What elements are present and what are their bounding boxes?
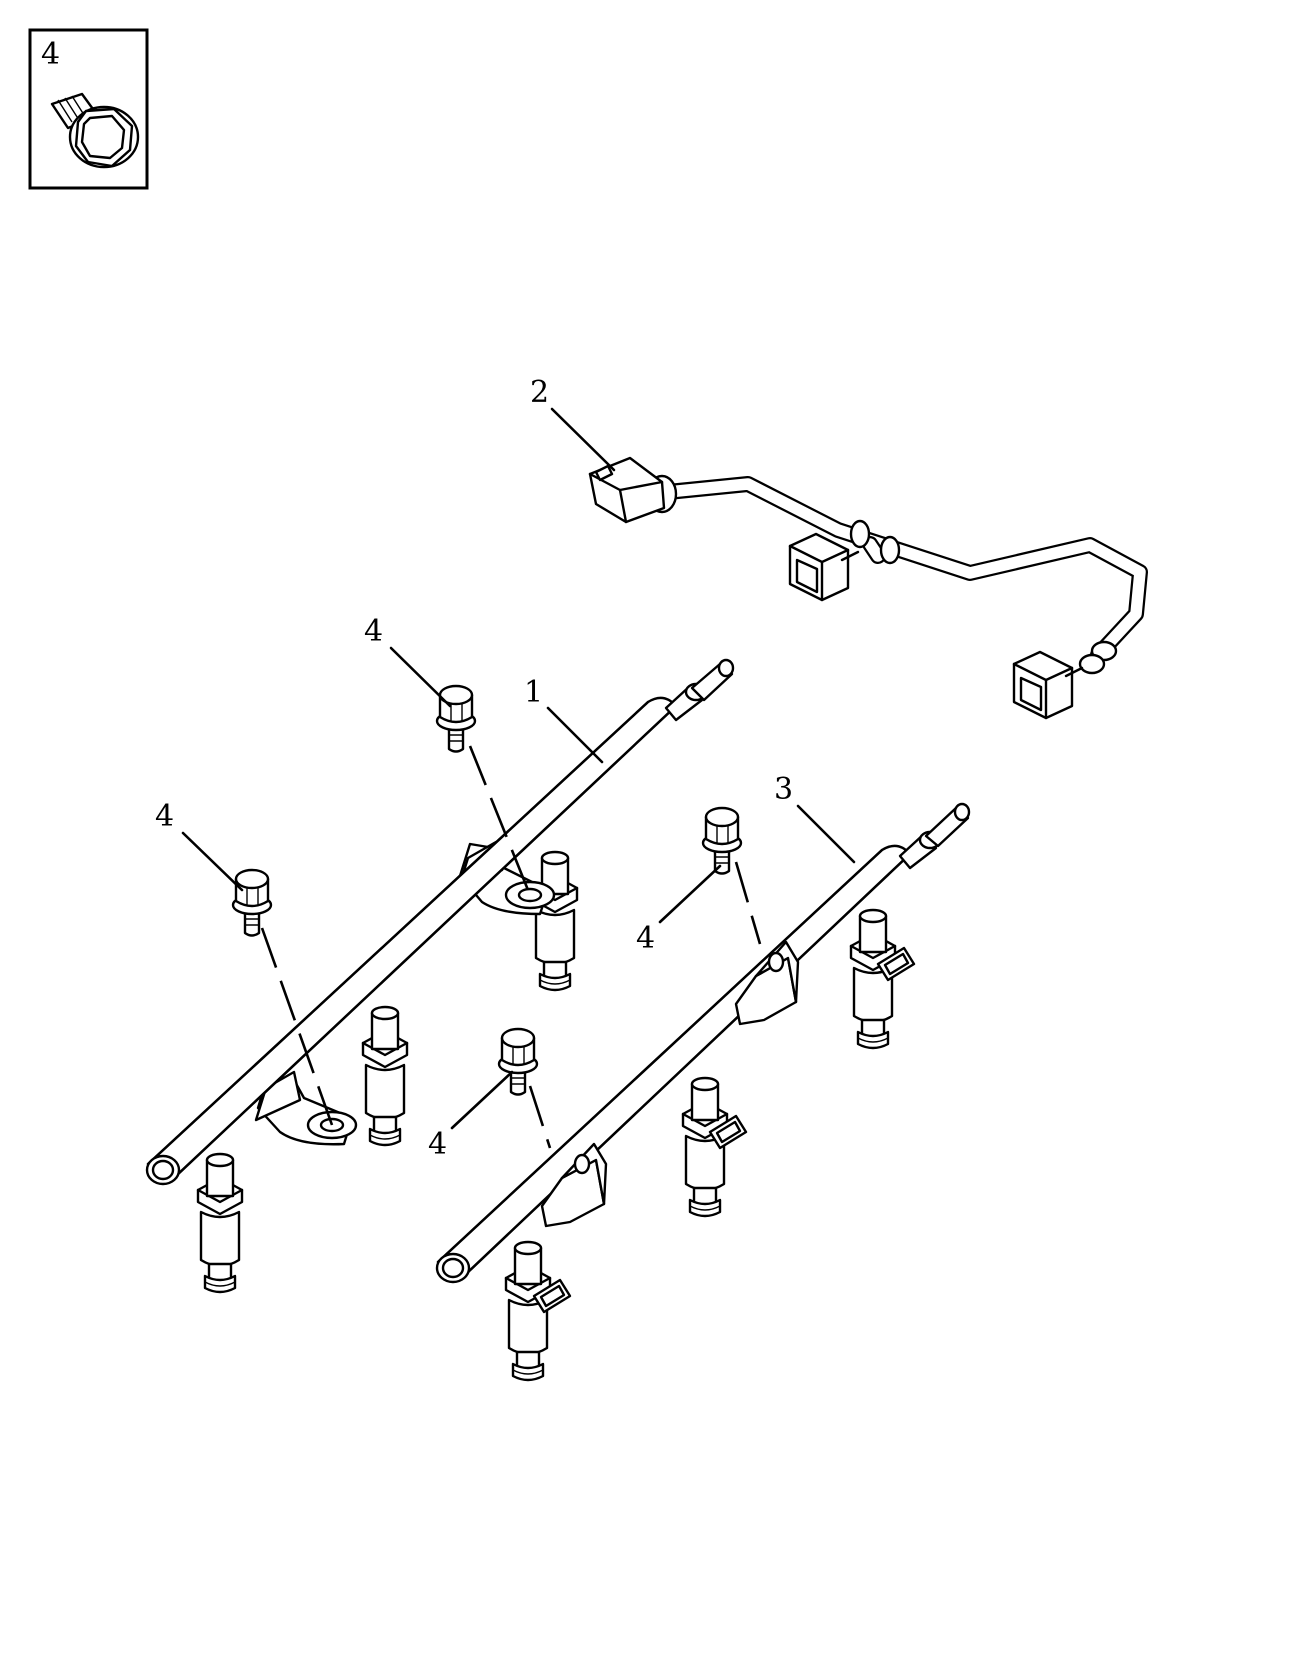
bolt-upper-left-icon (435, 684, 477, 753)
callout-2: 2 (530, 375, 549, 410)
callout-4-upper-left: 4 (364, 614, 383, 649)
harness-connector-lower (1012, 650, 1074, 720)
bolt-install-lines (260, 745, 762, 1149)
inset-box: 4 (28, 28, 149, 190)
leader-lines (181, 407, 856, 1130)
fuel-pipe-assembly (588, 456, 1148, 720)
inset-bolt-icon (50, 92, 140, 169)
callout-4-left: 4 (155, 799, 174, 834)
rail-bracket-left-2 (254, 1070, 358, 1146)
rail-bracket-right-1 (734, 940, 800, 1026)
injector-left-rear-1 (531, 850, 579, 992)
inset-callout: 4 (41, 37, 60, 72)
bolt-right-lower-icon (497, 1027, 539, 1096)
injector-left-rear-2 (361, 1005, 409, 1147)
callout-1: 1 (524, 675, 543, 710)
callout-3: 3 (774, 772, 793, 807)
pipe-quick-connector (588, 456, 678, 524)
callout-4-right-lower: 4 (428, 1127, 447, 1162)
bolt-left-icon (231, 868, 273, 937)
rail-bracket-right-2 (540, 1142, 608, 1228)
injector-left-front (196, 1152, 244, 1294)
fuel-rail-right (435, 802, 971, 1382)
callout-4-right-upper: 4 (636, 921, 655, 956)
harness-connector-upper (788, 532, 850, 602)
fuel-rail-left (145, 658, 735, 1294)
